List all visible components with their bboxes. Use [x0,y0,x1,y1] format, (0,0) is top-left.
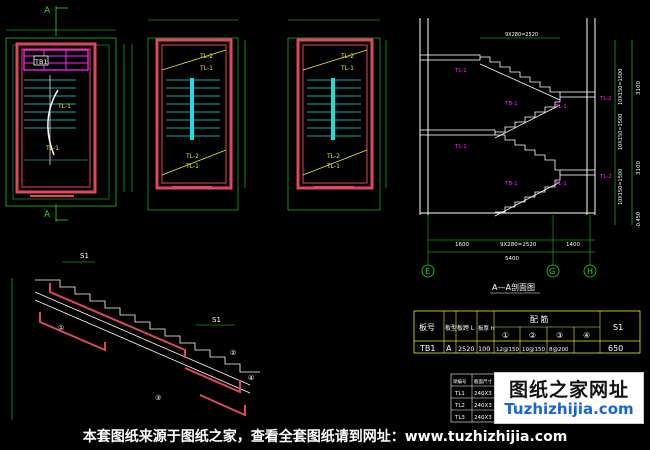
slab-cell-span: 2520 [458,345,475,353]
slab-h-no: 板号 [419,322,435,332]
slab-schedule-table: 板号 板型 板跨 L 板厚 h 配 筋 S1 ① ② ③ ④ TB1 A 252… [413,310,641,354]
slab-cell-thick: 100 [478,345,490,353]
detail-marker-4: ④ [248,374,254,382]
section-tag-6: TL-2 [599,174,612,180]
slab-cell-r3: 8@200 [549,347,569,353]
plan-tag-tb1: TB1 [34,58,48,66]
plan2-tag-tl1-b: TL-1 [185,163,199,170]
section-rtotal-2: 3100 [636,161,642,175]
section-dim-total: 5400 [505,256,519,262]
beam-tl3-size: 240X3 [474,415,492,421]
slab-sub-1: ① [502,331,509,340]
section-tag-7: TB-1 [504,101,518,107]
stair-plan-3: TL-2 TL-1 TL-2 TL-1 [287,19,387,211]
detail-s1-bottom: S1 [212,316,221,324]
slab-cell-s1: 650 [608,344,623,353]
stair-plan-2: TL-2 TL-1 TL-2 TL-1 [147,19,246,211]
plan-tag-tl1-b: TL-1 [45,145,59,152]
section-mark-a-bottom: A [44,210,51,220]
plan3-tag-tl1-b: TL-1 [326,163,340,170]
section-rtotal-1: 3100 [636,81,642,95]
slab-h-span: 板跨 L [457,324,475,332]
plan2-tag-tl2-b: TL-2 [185,153,199,160]
section-a-a: TL-1 TL-1 TL-2 TL-1 TL-1 TL-2 TB-1 TB-1 … [419,18,642,294]
section-tag-3: TL-2 [599,96,612,102]
axis-e: E [425,267,430,276]
plan3-tag-tl1-a: TL-1 [340,65,354,72]
section-level: -0.450 [636,212,642,228]
plan2-tag-tl1-a: TL-1 [199,65,213,72]
slab-h-thick: 板厚 h [478,324,495,332]
section-tag-4: TL-1 [454,144,467,150]
slab-cell-no: TB1 [419,344,435,353]
axis-h: H [587,267,593,276]
section-dim-b3: 1400 [566,242,580,248]
section-tag-5: TL-1 [554,181,567,187]
section-tag-1: TL-1 [454,68,467,74]
detail-s1-top: S1 [80,252,89,260]
slab-sub-3: ③ [556,331,563,340]
plan-tag-tl1-a: TL-1 [57,103,71,110]
section-dim-top: 9X280=2520 [505,32,538,38]
section-dim-b2: 9X280=2520 [500,242,537,248]
watermark-en: Tuzhizhijia.com [504,400,634,418]
stair-slab-detail: S1 S1 ① ② ③ ④ [11,252,260,420]
slab-h-rebar: 配 筋 [530,314,549,324]
section-dim-b1: 1600 [455,242,469,248]
footer-source-note: 本套图纸来源于图纸之家，查看全套图纸请到网址：www.tuzhizhijia.c… [82,429,568,445]
section-rdim-3: 10X150=1500 [618,169,624,205]
beam-h-size: 截面尺寸 [474,378,492,385]
detail-marker-2: ② [230,349,236,357]
beam-tl3: TL3 [454,415,465,421]
beam-schedule-table: 梁编号 截面尺寸 TL1 240X3 TL2 240X3 TL3 240X3 [450,373,498,423]
beam-tl1: TL1 [454,391,465,397]
plan3-tag-tl2-b: TL-2 [326,153,340,160]
beam-tl2: TL2 [454,403,465,409]
detail-marker-3: ③ [155,394,161,402]
section-rdim-1: 10X150=1500 [618,69,624,105]
detail-marker-1: ① [58,324,64,332]
slab-sub-4: ④ [583,331,590,340]
plan3-tag-tl2-a: TL-2 [340,53,354,60]
section-rdim-2: 10X150=1500 [618,114,624,150]
plan2-tag-tl2-a: TL-2 [199,53,213,60]
slab-cell-r2: 10@150 [522,347,545,353]
slab-h-type: 板型 [445,324,457,332]
watermark-cn: 图纸之家网址 [508,379,629,401]
watermark-badge: 图纸之家网址 Tuzhizhijia.com [494,372,644,424]
section-caption: A—A剖面图 [492,282,535,292]
slab-cell-r1: 12@150 [496,347,519,353]
section-tag-2: TL-1 [554,104,567,110]
beam-tl2-size: 240X3 [474,403,492,409]
slab-h-s1: S1 [613,323,623,332]
section-mark-a-top: A [44,6,51,16]
beam-h-no: 梁编号 [453,378,467,385]
stair-plan-1: A A TB1 TL-1 TL-1 [5,6,133,222]
slab-sub-2: ② [529,331,536,340]
beam-tl1-size: 240X3 [474,391,492,397]
section-tag-8: TB-1 [504,181,518,187]
axis-g: G [549,267,555,276]
slab-cell-type: A [446,344,452,353]
